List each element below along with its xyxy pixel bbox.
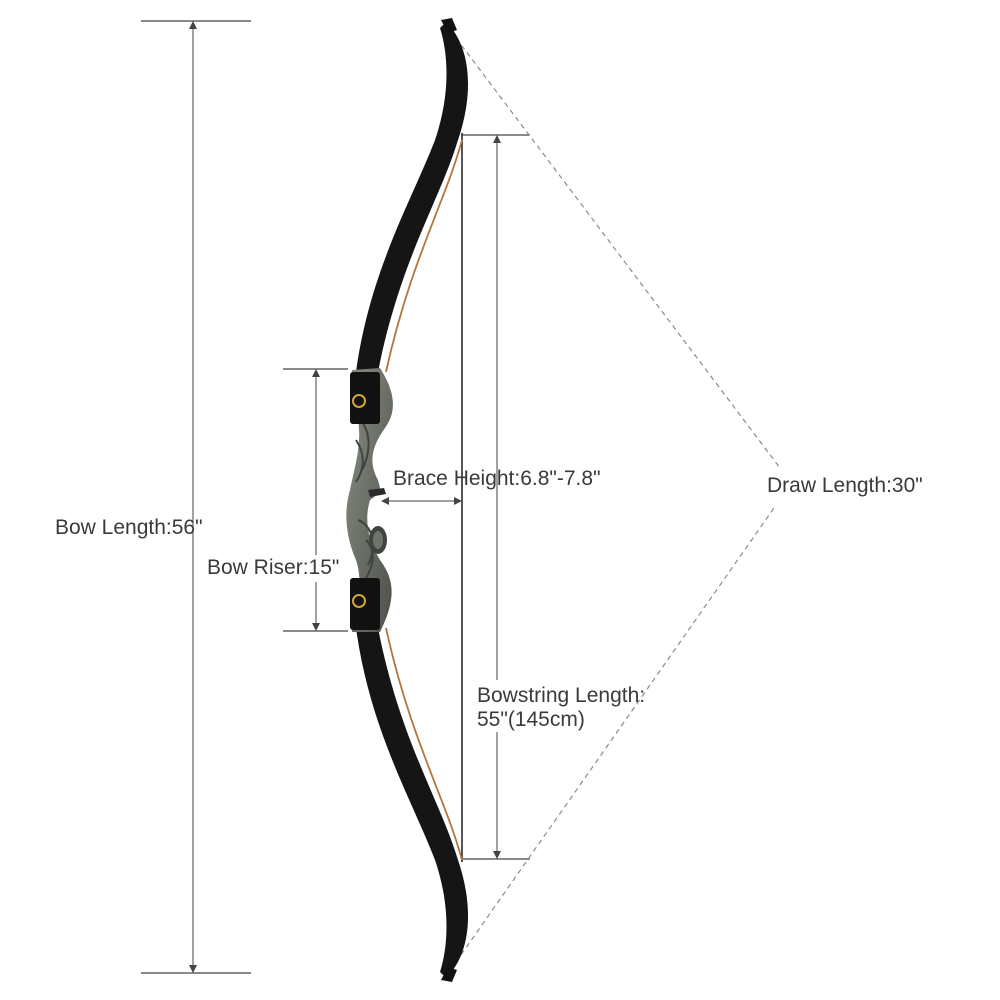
bowstring-length-line2: 55"(145cm) — [477, 708, 585, 732]
lower-limb-bolt — [352, 594, 366, 608]
bow-riser-dimension — [283, 368, 348, 632]
arrow-rest — [368, 488, 386, 497]
bow-length-dimension — [141, 20, 251, 974]
draw-dashed-lower — [455, 507, 775, 963]
bow-riser-label: Bow Riser:15" — [207, 556, 340, 579]
draw-length-dashed-lines — [455, 37, 781, 963]
bowstring-length-line1: Bowstring Length: — [477, 684, 646, 707]
brace-height-label: Brace Height:6.8"-7.8" — [393, 467, 601, 490]
lower-limb — [356, 627, 469, 982]
draw-length-label: Draw Length:30" — [767, 474, 923, 497]
draw-dashed-upper — [455, 37, 781, 469]
bowstring-length-dimension — [462, 134, 530, 860]
upper-limb — [356, 18, 469, 373]
upper-limb-tip — [441, 18, 457, 33]
bow-riser — [346, 368, 393, 632]
upper-limb-bolt — [352, 394, 366, 408]
bow-length-label: Bow Length:56" — [55, 516, 203, 539]
bowstring-length-label: Bowstring Length: 55"(145cm) — [477, 684, 645, 732]
lower-limb-tip — [441, 967, 457, 982]
